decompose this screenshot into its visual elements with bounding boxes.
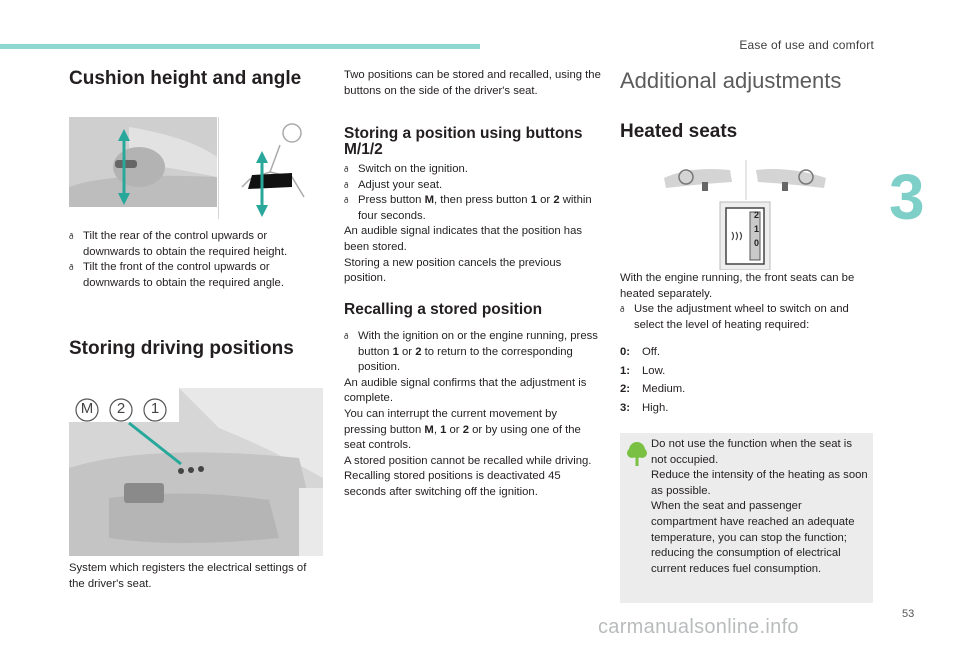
page-number: 53 [902,608,915,620]
seat-cushion-photo [69,117,217,207]
eco-note-text: Do not use the function when the seat is… [651,437,869,577]
recall-text: With the ignition on or the engine runni… [344,329,602,501]
chapter-number: 3 [889,161,925,233]
heated-seats-title: Heated seats [620,121,738,142]
eco-note-line-2: Reduce the intensity of the heating as s… [651,469,868,497]
cushion-diagram [222,117,322,217]
memory-1-circle [143,398,167,422]
level-label: Low. [642,364,666,377]
store-steps: Switch on the ignition. Adjust your seat… [344,162,602,287]
seat-memory-photo: M 2 1 [69,388,323,556]
level-key: 0: [620,346,631,358]
heated-seat-diagram: 2 1 0 [660,160,830,271]
memory-button-1-label: 1 [150,400,160,417]
level-label: High. [642,401,669,414]
memory-buttons-illustration [69,388,323,556]
storing-title: Storing driving positions [69,338,294,359]
level-key: 3: [620,401,631,414]
recall-title: Recalling a stored position [344,301,543,318]
watermark: carmanualsonline.info [598,616,799,638]
recall-paragraph-4: Recalling stored positions is deactivate… [344,470,561,498]
heating-levels-list: 0: Off. 1: Low. 2: Medium. 3: High. [620,345,820,419]
level-row: 1: Low. [620,364,820,380]
storing-caption: System which registers the electrical se… [69,562,307,590]
seat-diagram-icon [241,123,305,217]
cushion-title: Cushion height and angle [69,68,302,89]
eco-note-box: Do not use the function when the seat is… [620,433,873,603]
level-label: Off. [642,346,660,358]
heated-seat-illustration [664,160,826,271]
store-step-3: Press button M, then press button 1 or 2… [344,193,602,224]
heated-seats-text: With the engine running, the front seats… [620,271,875,333]
store-step-2: Adjust your seat. [344,178,602,194]
heated-bullet: Use the adjustment wheel to switch on an… [620,302,875,333]
level-row: 0: Off. [620,345,820,361]
wheel-digit-2: 2 [754,210,760,220]
memory-m-circle [75,398,99,422]
heated-intro: With the engine running, the front seats… [620,272,855,300]
memory-button-m-label: M [80,400,94,417]
recall-paragraph-1: An audible signal confirms that the adju… [344,376,587,405]
level-row: 3: High. [620,401,820,417]
cushion-bullet-2: Tilt the front of the control upwards or… [69,260,319,291]
store-paragraph-1: An audible signal indicates that the pos… [344,225,583,253]
memory-button-2-label: 2 [116,400,126,417]
figure-divider [218,117,219,219]
section-title: Ease of use and comfort [739,38,874,52]
seat-cushion-illustration [69,117,217,207]
level-key: 1: [620,364,631,377]
memory-intro: Two positions can be stored and recalled… [344,69,601,97]
store-step-1: Switch on the ignition. [344,162,602,178]
cushion-instructions: Tilt the rear of the control upwards or … [69,229,319,291]
cushion-bullet-1: Tilt the rear of the control upwards or … [69,229,319,260]
level-label: Medium. [642,383,686,396]
eco-tree-icon [627,442,647,466]
store-paragraph-2: Storing a new position cancels the previ… [344,256,562,285]
level-key: 2: [620,383,631,396]
store-title: Storing a position using buttons M/1/2 [344,125,583,158]
recall-step: With the ignition on or the engine runni… [344,329,602,376]
recall-paragraph-2: You can interrupt the current movement b… [344,407,581,452]
wheel-digit-1: 1 [754,224,760,234]
wheel-digit-0: 0 [754,238,760,248]
level-row: 2: Medium. [620,382,820,398]
eco-note-line-3: When the seat and passenger compartment … [651,500,855,575]
recall-paragraph-3: A stored position cannot be recalled whi… [344,454,592,467]
additional-adjustments-title: Additional adjustments [620,68,842,93]
header-accent-bar [0,44,480,49]
memory-2-circle [109,398,133,422]
eco-note-line-1: Do not use the function when the seat is… [651,438,852,466]
